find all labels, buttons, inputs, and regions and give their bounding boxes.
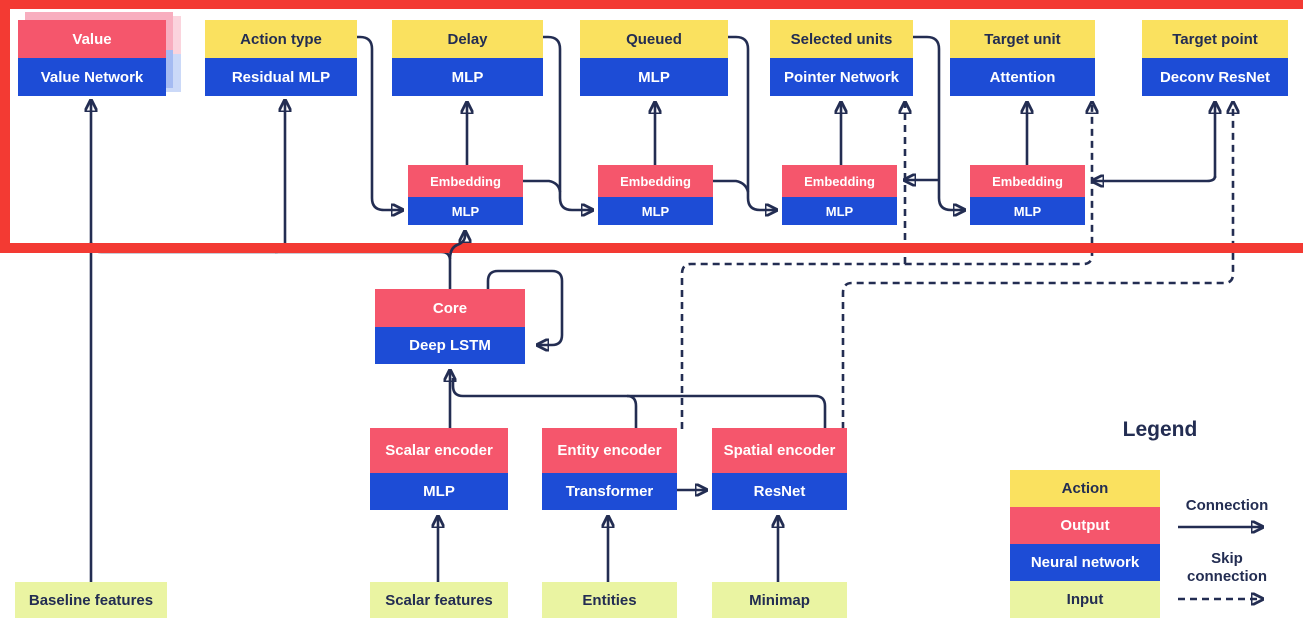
encoder-network-label: MLP bbox=[370, 473, 508, 510]
core-label: Core bbox=[375, 289, 525, 327]
embedding-label: Embedding bbox=[408, 165, 523, 197]
embedding-label: Embedding bbox=[598, 165, 713, 197]
head-action-label: Target point bbox=[1142, 20, 1288, 58]
legend-item-network: Neural network bbox=[1010, 544, 1160, 581]
head-network-label: Attention bbox=[950, 58, 1095, 96]
encoder-block-scalar: Scalar encoder MLP bbox=[370, 428, 508, 510]
legend-item-input: Input bbox=[1010, 581, 1160, 618]
embedding-block-2: Embedding MLP bbox=[598, 165, 713, 225]
head-network-label: Deconv ResNet bbox=[1142, 58, 1288, 96]
head-action-label: Queued bbox=[580, 20, 728, 58]
encoder-label: Spatial encoder bbox=[712, 428, 847, 473]
core-network-label: Deep LSTM bbox=[375, 327, 525, 364]
head-network-label: Value Network bbox=[18, 58, 166, 96]
head-block-target-unit: Target unit Attention bbox=[950, 20, 1095, 96]
head-action-label: Delay bbox=[392, 20, 543, 58]
head-block-delay: Delay MLP bbox=[392, 20, 543, 96]
input-box-minimap: Minimap bbox=[712, 582, 847, 618]
embedding-label: Embedding bbox=[970, 165, 1085, 197]
encoder-network-label: Transformer bbox=[542, 473, 677, 510]
embedding-network-label: MLP bbox=[782, 197, 897, 225]
head-action-label: Action type bbox=[205, 20, 357, 58]
encoder-label: Scalar encoder bbox=[370, 428, 508, 473]
embedding-network-label: MLP bbox=[408, 197, 523, 225]
encoder-network-label: ResNet bbox=[712, 473, 847, 510]
head-block-target-point: Target point Deconv ResNet bbox=[1142, 20, 1288, 96]
embedding-network-label: MLP bbox=[970, 197, 1085, 225]
embedding-network-label: MLP bbox=[598, 197, 713, 225]
head-block-action-type: Action type Residual MLP bbox=[205, 20, 357, 96]
legend-item-action: Action bbox=[1010, 470, 1160, 507]
head-action-label: Selected units bbox=[770, 20, 913, 58]
legend-title: Legend bbox=[1122, 418, 1198, 441]
head-block-value: Value Value Network bbox=[18, 20, 166, 96]
head-action-label: Target unit bbox=[950, 20, 1095, 58]
encoder-label: Entity encoder bbox=[542, 428, 677, 473]
input-box-scalar-features: Scalar features bbox=[370, 582, 508, 618]
encoder-block-spatial: Spatial encoder ResNet bbox=[712, 428, 847, 510]
legend-swatches: Action Output Neural network Input bbox=[1010, 470, 1160, 618]
head-network-label: Pointer Network bbox=[770, 58, 913, 96]
head-block-queued: Queued MLP bbox=[580, 20, 728, 96]
embedding-label: Embedding bbox=[782, 165, 897, 197]
head-action-label: Value bbox=[18, 20, 166, 58]
embedding-block-1: Embedding MLP bbox=[408, 165, 523, 225]
legend-skip-connection-label: Skip connection bbox=[1186, 550, 1267, 585]
head-network-label: MLP bbox=[392, 58, 543, 96]
legend-connection-label: Connection bbox=[1185, 497, 1269, 514]
head-network-label: Residual MLP bbox=[205, 58, 357, 96]
input-box-baseline-features: Baseline features bbox=[15, 582, 167, 618]
input-box-entities: Entities bbox=[542, 582, 677, 618]
core-block: Core Deep LSTM bbox=[375, 289, 525, 364]
embedding-block-4: Embedding MLP bbox=[970, 165, 1085, 225]
encoder-block-entity: Entity encoder Transformer bbox=[542, 428, 677, 510]
head-network-label: MLP bbox=[580, 58, 728, 96]
head-block-selected-units: Selected units Pointer Network bbox=[770, 20, 913, 96]
legend-item-output: Output bbox=[1010, 507, 1160, 544]
embedding-block-3: Embedding MLP bbox=[782, 165, 897, 225]
